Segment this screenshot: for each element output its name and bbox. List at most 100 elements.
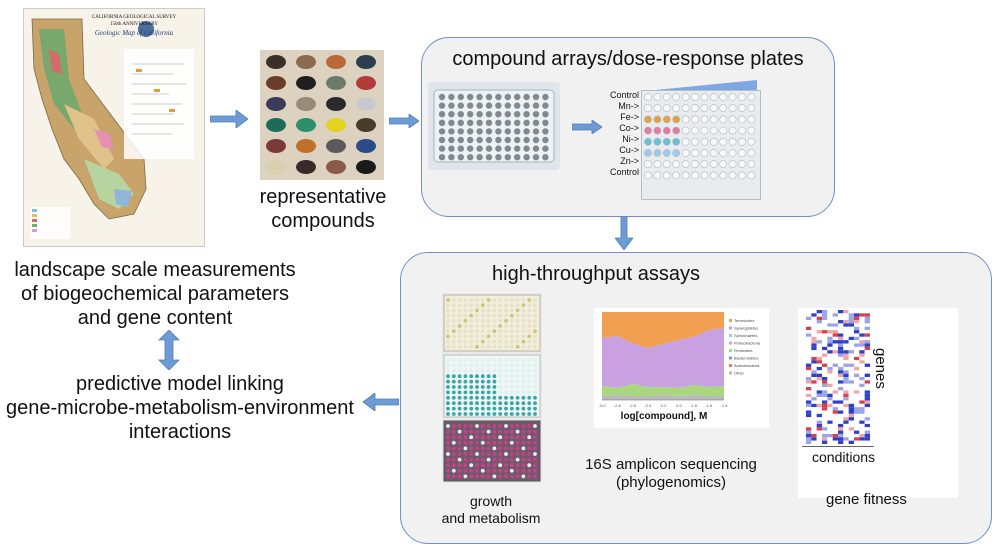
heatmap-cell	[811, 326, 817, 331]
plate-well	[747, 137, 756, 146]
mineral-sample	[326, 160, 346, 174]
plate-well	[681, 137, 690, 146]
heatmap-cell	[832, 310, 838, 314]
plate-well	[486, 446, 491, 451]
plate-well	[498, 390, 503, 395]
heatmap-cell	[806, 390, 812, 394]
plate-well	[504, 136, 511, 144]
plate-well	[486, 424, 491, 428]
plate-well	[486, 308, 491, 313]
plate-well	[498, 385, 503, 389]
heatmap-cell	[806, 333, 812, 337]
heatmap-cell	[848, 393, 854, 398]
plate-well	[498, 424, 503, 428]
heatmap-cell	[822, 330, 828, 334]
row-label-mn: Mn->	[618, 101, 639, 111]
heatmap-cell	[838, 413, 844, 418]
plate-well	[451, 452, 456, 456]
area-chart-xlabel: log[compound], M	[620, 411, 708, 422]
plate-well	[480, 363, 485, 368]
plate-well	[476, 93, 483, 101]
heatmap-cell	[859, 417, 865, 421]
heatmap-cell	[822, 383, 828, 388]
heatmap-cell	[859, 377, 865, 381]
plate-well	[457, 435, 462, 440]
heatmap-cell	[848, 340, 854, 344]
heatmap-cell	[811, 410, 817, 414]
sequencing-line-1: 16S amplicon sequencing	[585, 456, 757, 473]
plate-well	[475, 385, 479, 389]
plate-well	[457, 136, 464, 144]
plate-well	[457, 368, 462, 373]
plate-well	[662, 115, 671, 124]
plate-well	[463, 379, 468, 384]
heatmap-cell	[806, 320, 812, 324]
gradient-triangle-icon	[645, 80, 757, 91]
plate-well	[515, 308, 520, 313]
plate-well	[480, 406, 485, 411]
plate-well	[509, 318, 514, 323]
heatmap-cell	[848, 343, 854, 347]
heatmap-cell	[816, 363, 822, 367]
plate-well	[457, 374, 462, 379]
plate-well	[463, 401, 468, 406]
heatmap-axis-line	[802, 446, 874, 447]
plate-well	[480, 329, 485, 334]
heatmap-cell	[848, 356, 854, 361]
heatmap-cell	[816, 433, 822, 438]
plate-well	[480, 401, 485, 406]
plate-well	[480, 358, 485, 362]
plate-well	[469, 446, 474, 451]
plate-well	[709, 149, 718, 157]
heatmap-cell	[811, 400, 817, 404]
mineral-sample	[266, 139, 286, 153]
fitness-heatmap	[806, 310, 870, 444]
plate-well	[463, 339, 468, 344]
plate-well	[738, 126, 746, 135]
plate-well	[486, 358, 491, 362]
plate-well	[509, 406, 514, 411]
plate-well	[527, 452, 532, 456]
plate-well	[469, 412, 474, 416]
plate-well	[467, 93, 474, 101]
heatmap-cell	[854, 417, 860, 421]
legend-swatch	[729, 326, 732, 330]
plate-well	[709, 137, 718, 146]
plate-well	[521, 324, 526, 328]
heatmap-cell	[816, 373, 822, 377]
heatmap-cell	[832, 353, 838, 357]
plate-well	[533, 440, 537, 445]
plate-well	[492, 374, 497, 379]
heatmap-cell	[864, 403, 870, 408]
plate-well	[475, 374, 479, 379]
plate-well	[653, 126, 662, 135]
plate-well	[476, 145, 483, 152]
plate-well	[446, 363, 450, 368]
plate-well	[463, 324, 468, 328]
plate-well	[523, 111, 530, 118]
plate-well	[738, 137, 746, 146]
plate-well	[498, 334, 503, 339]
plate-well	[451, 374, 456, 379]
heatmap-cell	[811, 437, 817, 441]
heatmap-cell	[848, 433, 854, 438]
plate-well	[475, 363, 479, 368]
plate-well	[644, 126, 652, 135]
heatmap-cell	[864, 343, 870, 347]
plate-well	[653, 171, 662, 180]
heatmap-cell	[843, 420, 849, 424]
heatmap-cell	[827, 390, 833, 394]
heatmap-cell	[827, 356, 833, 361]
plate-well	[498, 440, 503, 445]
heatmap-cell	[811, 407, 817, 411]
plate-well	[446, 406, 450, 411]
area-band	[602, 328, 724, 388]
plate-well	[498, 457, 503, 462]
plate-well	[451, 457, 456, 462]
plate-well	[747, 115, 756, 124]
plate-well	[475, 412, 479, 416]
heatmap-cell	[832, 400, 838, 404]
plate-well	[504, 435, 508, 440]
heatmap-cell	[827, 423, 833, 428]
heatmap-cell	[843, 387, 849, 391]
